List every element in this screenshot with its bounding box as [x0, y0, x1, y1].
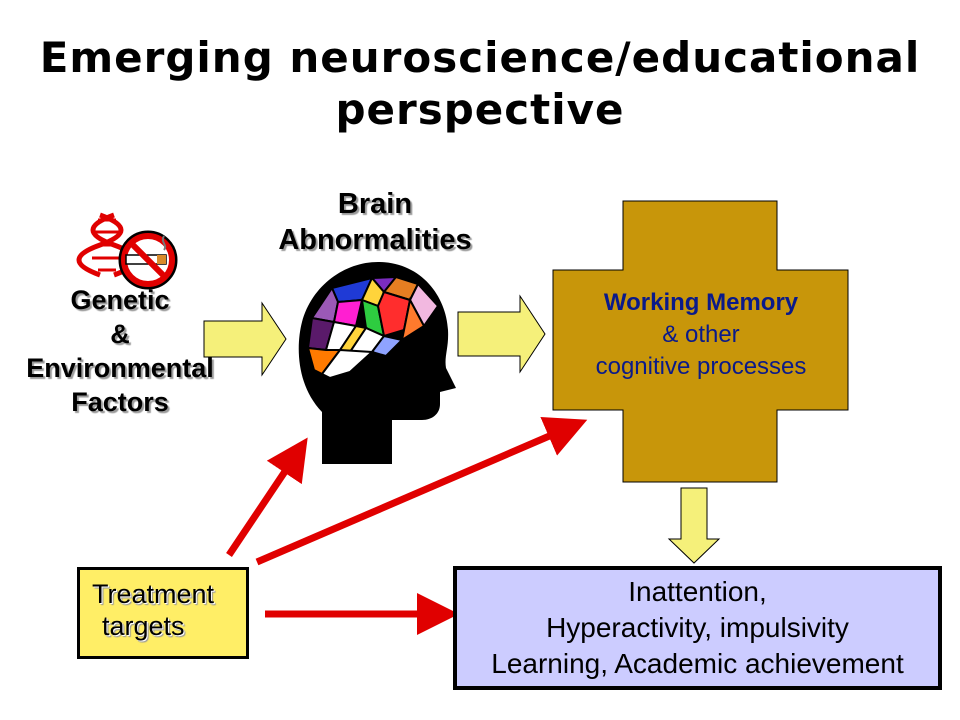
genetic-label-line-2: &	[110, 319, 130, 349]
wm-line-3: cognitive processes	[595, 353, 807, 380]
brain-abnormalities-label: Brain Abnormalities	[250, 186, 500, 258]
outcomes-box	[453, 566, 942, 690]
page-title: Emerging neuroscience/educational perspe…	[0, 32, 960, 136]
genetic-label-line-3: Environmental	[26, 353, 214, 383]
red-arrow-to-memory	[255, 417, 588, 566]
no-smoking-icon	[118, 230, 178, 290]
outcomes-line-1: Inattention,	[628, 576, 767, 607]
arrow-brain-to-memory	[457, 294, 546, 374]
treatment-targets-box	[77, 567, 249, 659]
treatment-line-1: Treatment	[92, 579, 215, 609]
brain-label-line-2: Abnormalities	[278, 224, 472, 256]
title-line-1: Emerging neuroscience/educational	[39, 33, 921, 82]
treatment-line-2: targets	[102, 611, 185, 641]
arrow-factors-to-brain	[203, 301, 287, 377]
outcomes-line-3: Learning, Academic achievement	[491, 648, 904, 679]
outcomes-text: Inattention, Hyperactivity, impulsivity …	[453, 574, 942, 682]
genetic-label-line-1: Genetic	[70, 285, 170, 315]
wm-line-1: Working Memory	[603, 289, 799, 316]
outcomes-line-2: Hyperactivity, impulsivity	[546, 612, 849, 643]
cross-shape	[552, 200, 849, 483]
genetic-environmental-label: Genetic & Environmental Factors	[0, 283, 240, 419]
arrow-memory-to-outcomes	[667, 487, 721, 564]
red-arrow-to-brain	[226, 437, 308, 557]
brain-regions-icon	[306, 275, 440, 380]
title-line-2: perspective	[335, 85, 625, 134]
treatment-targets-text: Treatment targets	[92, 578, 214, 642]
working-memory-text: Working Memory & other cognitive process…	[555, 287, 847, 383]
wm-line-2: & other	[662, 321, 740, 348]
genetic-label-line-4: Factors	[71, 387, 169, 417]
brain-label-line-1: Brain	[337, 188, 413, 220]
